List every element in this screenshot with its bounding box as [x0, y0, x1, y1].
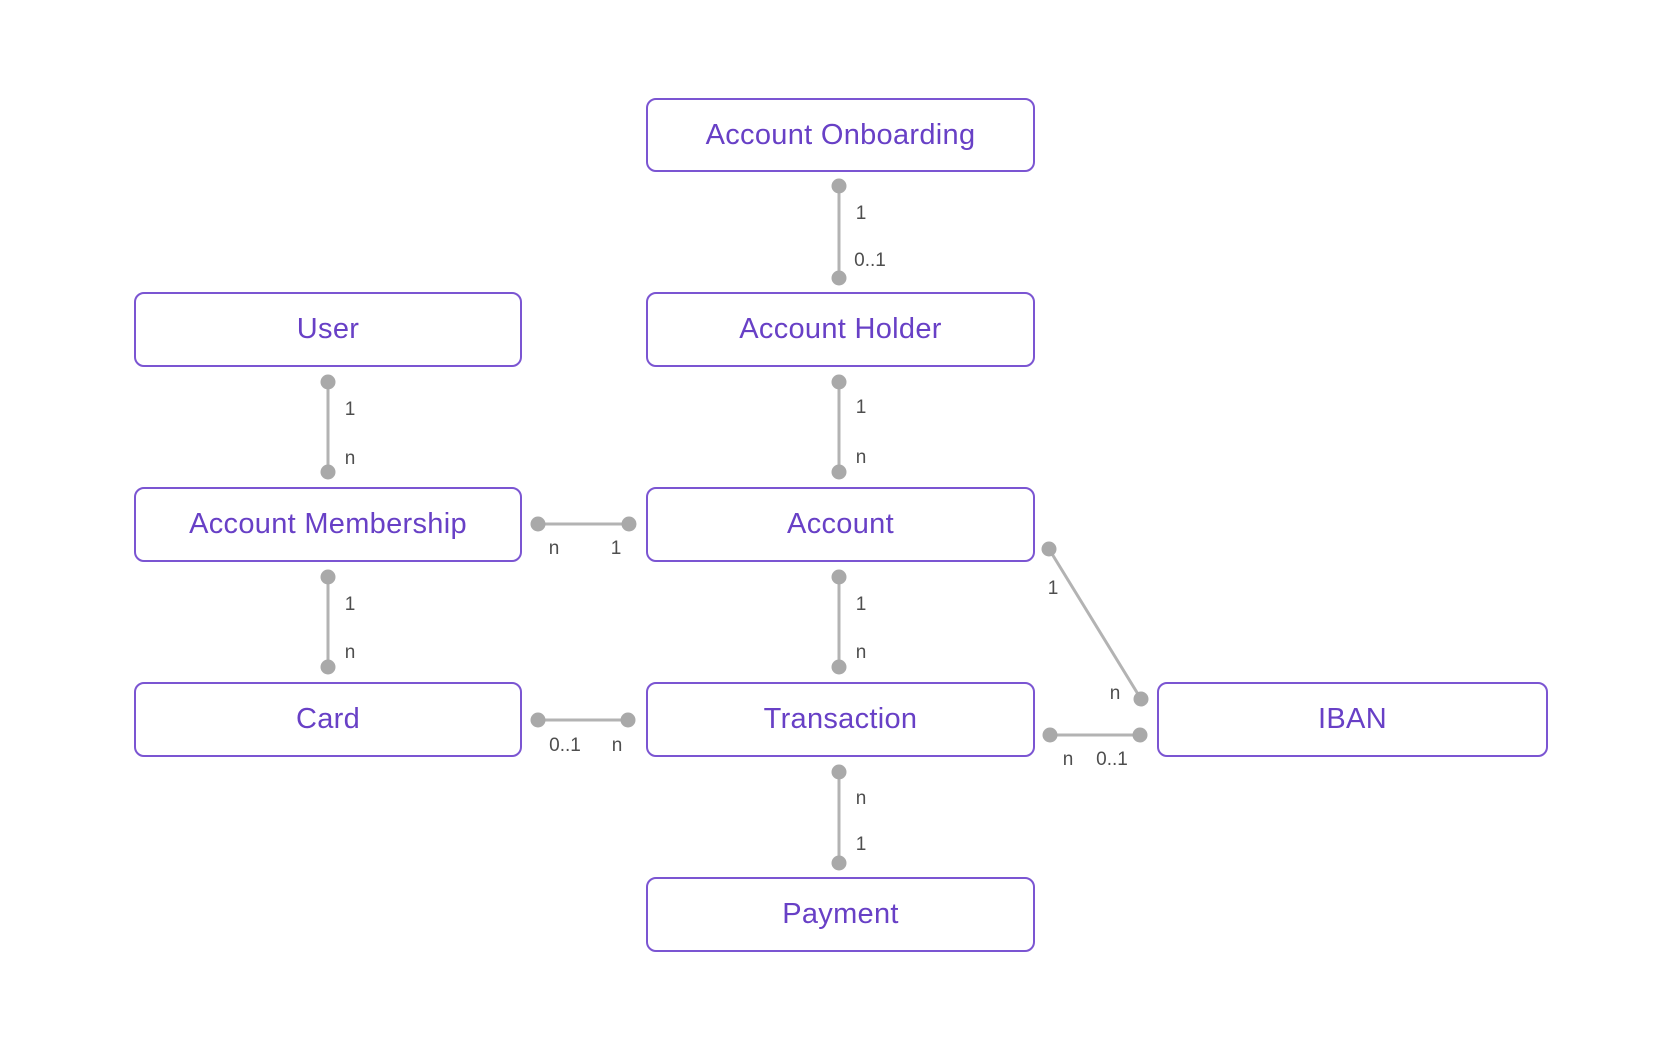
connector-dot — [530, 516, 546, 532]
connector-dot — [831, 464, 847, 480]
cardinality-from-label: 1 — [856, 594, 867, 615]
cardinality-to-label: 1 — [611, 538, 622, 559]
connector-dot — [320, 374, 336, 390]
connector-dot — [620, 712, 636, 728]
cardinality-from-label: 1 — [856, 397, 867, 418]
cardinality-from-label: 1 — [1048, 578, 1059, 599]
entity-account[interactable]: Account — [646, 487, 1035, 562]
edge-account-membership-card: 1 n — [320, 569, 356, 675]
connector-dot — [831, 178, 847, 194]
connector-dot — [621, 516, 637, 532]
edge-account-membership-account: n 1 — [530, 516, 637, 559]
cardinality-from-label: 0..1 — [549, 735, 581, 756]
connector-dot — [831, 569, 847, 585]
entity-label: Card — [295, 703, 361, 735]
cardinality-from-label: n — [1063, 749, 1074, 770]
connector-dot — [1133, 691, 1149, 707]
cardinality-from-label: n — [856, 788, 867, 809]
entity-iban[interactable]: IBAN — [1157, 682, 1548, 757]
cardinality-to-label: n — [856, 447, 867, 468]
entity-payment[interactable]: Payment — [646, 877, 1035, 952]
connector-dot — [320, 464, 336, 480]
connector-dot — [530, 712, 546, 728]
entity-label: Account Membership — [189, 508, 467, 540]
connector-dot — [831, 270, 847, 286]
entity-user[interactable]: User — [134, 292, 522, 367]
entity-card[interactable]: Card — [134, 682, 522, 757]
relationship-line — [1047, 548, 1143, 700]
cardinality-to-label: 0..1 — [854, 250, 886, 271]
edge-account-holder-account: 1 n — [831, 374, 867, 480]
edge-card-transaction: 0..1 n — [530, 712, 636, 756]
cardinality-to-label: n — [345, 642, 356, 663]
entity-account-holder[interactable]: Account Holder — [646, 292, 1035, 367]
connector-dot — [831, 659, 847, 675]
entity-label: Account — [787, 508, 894, 540]
connector-dot — [1041, 541, 1057, 557]
cardinality-to-label: n — [612, 735, 623, 756]
entity-label: Account Holder — [739, 313, 942, 345]
connector-dot — [320, 659, 336, 675]
entity-label: Payment — [782, 898, 899, 930]
entity-label: Transaction — [763, 703, 918, 735]
connector-dot — [1132, 727, 1148, 743]
cardinality-from-label: 1 — [345, 399, 356, 420]
entity-label: IBAN — [1318, 703, 1387, 735]
connector-dot — [831, 855, 847, 871]
cardinality-to-label: n — [345, 448, 356, 469]
cardinality-to-label: 1 — [856, 834, 867, 855]
cardinality-to-label: 0..1 — [1096, 749, 1128, 770]
cardinality-from-label: 1 — [345, 594, 356, 615]
edge-user-account-membership: 1 n — [320, 374, 356, 480]
edge-transaction-iban: n 0..1 — [1042, 727, 1148, 770]
entity-account-onboarding[interactable]: Account Onboarding — [646, 98, 1035, 172]
connector-dot — [831, 764, 847, 780]
cardinality-to-label: n — [1110, 683, 1121, 704]
edge-account-onboarding-account-holder: 1 0..1 — [831, 178, 886, 286]
cardinality-from-label: 1 — [856, 203, 867, 224]
edge-transaction-payment: n 1 — [831, 764, 867, 871]
cardinality-from-label: n — [549, 538, 560, 559]
connector-dot — [831, 374, 847, 390]
entity-account-membership[interactable]: Account Membership — [134, 487, 522, 562]
entity-transaction[interactable]: Transaction — [646, 682, 1035, 757]
edge-account-transaction: 1 n — [831, 569, 867, 675]
connector-dot — [320, 569, 336, 585]
entity-label: User — [296, 313, 360, 345]
edge-account-iban: 1 n — [1041, 541, 1149, 707]
entity-label: Account Onboarding — [705, 118, 976, 151]
cardinality-to-label: n — [856, 642, 867, 663]
connector-dot — [1042, 727, 1058, 743]
